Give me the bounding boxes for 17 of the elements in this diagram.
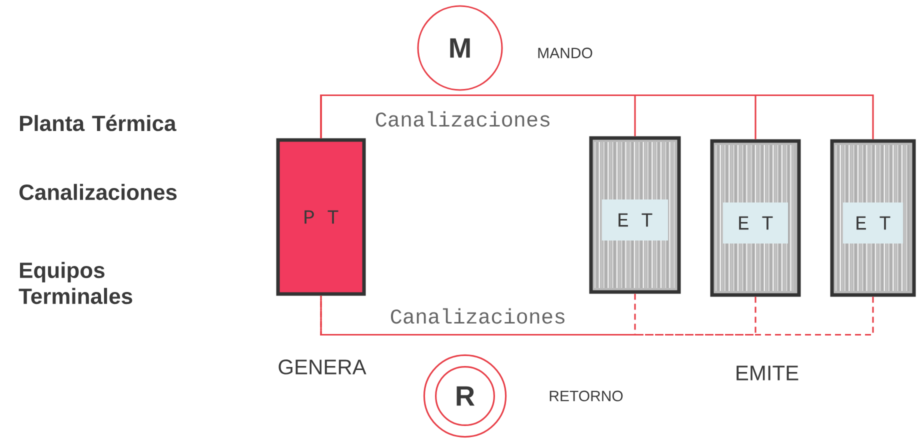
node-caption: RETORNO <box>550 390 623 402</box>
terminal-unit-box: E T <box>830 139 916 297</box>
terminal-unit-box: E T <box>589 136 681 294</box>
pipe-line <box>320 94 874 140</box>
section-label: EMITE <box>736 366 798 380</box>
side-label: Canalizaciones <box>19 184 177 200</box>
edge-label: Canalizaciones <box>376 111 550 127</box>
generator-box: P T <box>276 138 366 296</box>
terminal-unit-box: E T <box>710 139 801 297</box>
pipe-line <box>320 294 636 336</box>
pipe-line <box>320 296 874 336</box>
node-caption: GENERA <box>278 360 366 374</box>
side-label: Equipos Terminales <box>18 262 132 304</box>
edge-label: Canalizaciones <box>390 308 564 324</box>
node-caption: MANDO <box>538 48 592 58</box>
side-label: Planta Térmica <box>20 114 176 132</box>
pipe-line <box>320 296 756 336</box>
